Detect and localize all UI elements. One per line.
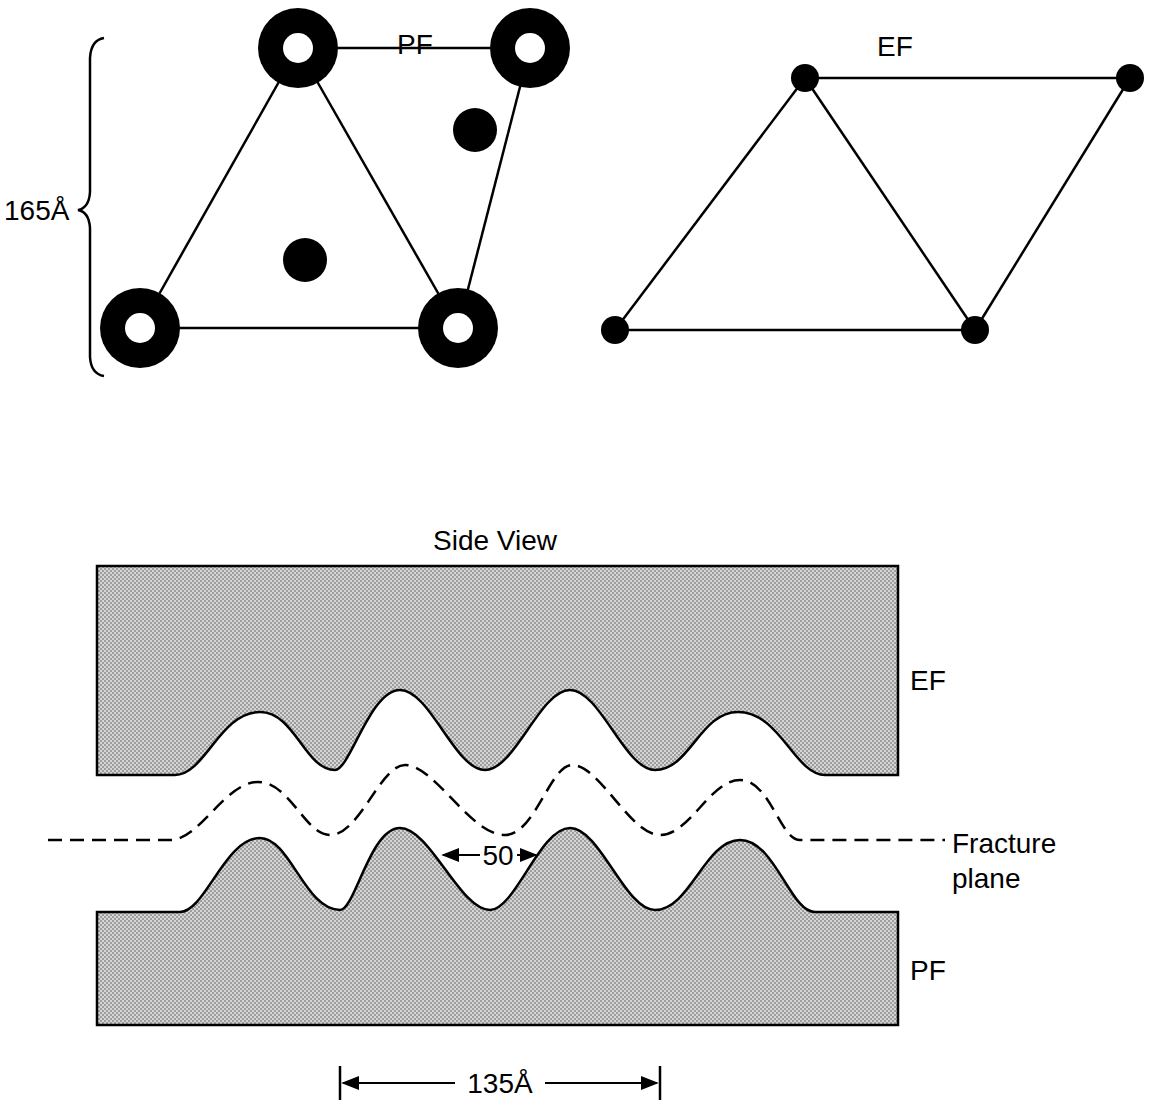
ring-hole [125,313,155,343]
dimension-tick [659,1066,662,1100]
small-particle [453,108,497,152]
ef-particles [601,64,1144,344]
dimension-label: 165Å [4,193,69,228]
lattice-line [615,329,975,332]
lattice-line [298,48,458,328]
ring-hole [283,33,313,63]
face-label: PF [397,27,433,62]
face-label: EF [877,29,913,64]
small-particle [1116,64,1144,92]
lattice-line [975,78,1130,330]
dimension-label: 135Å [465,1066,534,1101]
ring-hole [515,33,545,63]
dimension-arrow [443,854,480,856]
ring-particle [100,288,180,368]
dimension-arrow [545,1082,657,1084]
ef-fracture-face [97,566,898,775]
ring-particle [418,288,498,368]
dimension-tick [339,1066,342,1100]
small-particle [283,238,327,282]
view-heading: Side View [433,523,557,558]
lattice-line [805,78,975,330]
small-particle [791,64,819,92]
dimension-bracket [78,38,104,376]
plane-label: Fracture plane [952,826,1102,896]
dimension-arrow [343,1082,455,1084]
face-label: PF [910,953,946,988]
dimension-label: 50 [480,838,515,873]
fracture-plane-line [48,765,945,840]
lattice-line [140,48,298,328]
small-particle [601,316,629,344]
ring-particle [258,8,338,88]
ring-particle [490,8,570,88]
ef-lattice [615,78,1130,330]
small-particle [961,316,989,344]
lattice-line [140,327,458,330]
lattice-line [615,78,805,330]
dimension-arrow [517,854,536,856]
pf-lattice [140,48,530,328]
face-label: EF [910,663,946,698]
pf-particles [100,8,570,368]
lattice-line [458,48,530,328]
lattice-line [805,77,1130,80]
pf-fracture-face [97,828,898,1025]
ring-hole [443,313,473,343]
